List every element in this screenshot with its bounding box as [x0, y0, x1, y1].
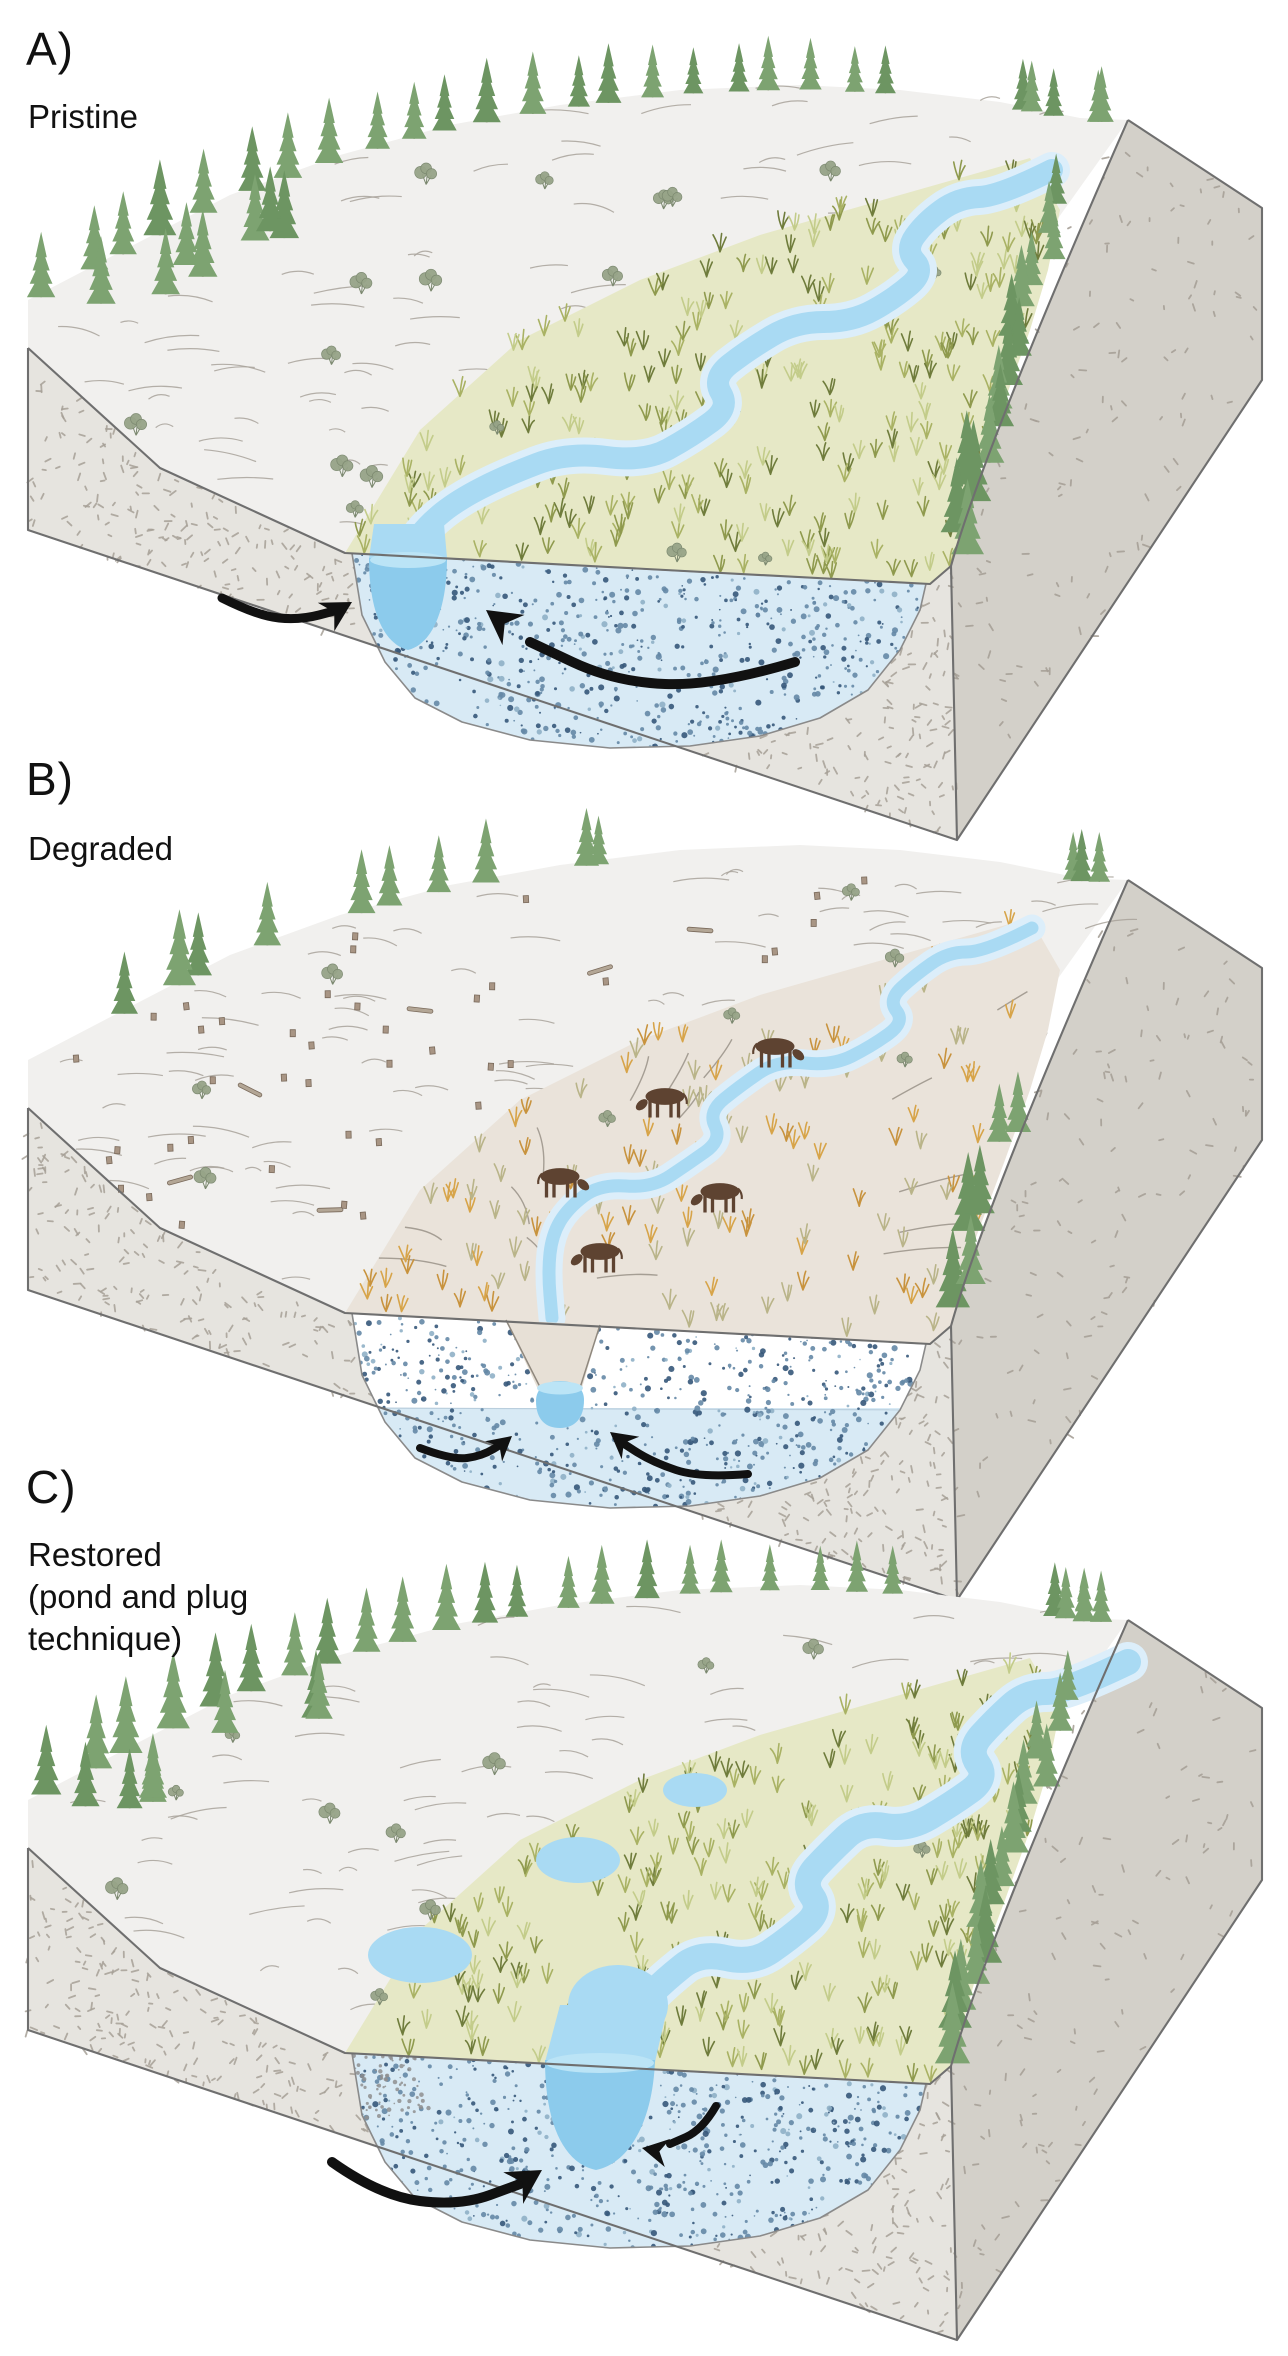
- shrubs: [192, 883, 913, 1190]
- restoration-ponds: [368, 1773, 727, 1983]
- conifer-trees: [26, 35, 1114, 555]
- conifer-trees: [110, 807, 1111, 1308]
- stream-cross-section: [545, 2005, 668, 2170]
- cow-icon: [537, 1168, 590, 1198]
- panel-a-label: A): [26, 23, 74, 75]
- panel-b-label: B): [26, 753, 74, 805]
- panel-restored-scene: [24, 1539, 1264, 2342]
- cattle: [537, 1038, 805, 1273]
- groundwater-flow-arrows: [416, 1432, 752, 1480]
- meadow-grass: [354, 159, 1045, 580]
- bedrock-side-face: [951, 120, 1262, 840]
- cow-icon: [635, 1088, 688, 1118]
- panel-c-caption: Restored (pond and plug technique): [28, 1536, 249, 1657]
- hillslope-contours: [59, 868, 1138, 1280]
- cow-icon: [752, 1038, 805, 1068]
- groundwater-flow-arrows: [327, 2102, 720, 2208]
- panel-c-label: C): [26, 1461, 77, 1513]
- panel-pristine-scene: [26, 35, 1264, 842]
- pond: [536, 1837, 620, 1883]
- pond: [663, 1773, 727, 1807]
- stream: [392, 152, 1070, 566]
- bedrock-side-face: [948, 880, 1262, 1600]
- conifer-trees: [31, 1539, 1113, 2064]
- stream-cross-section: [369, 524, 447, 650]
- logs: [166, 926, 714, 1213]
- panel-a-caption: Pristine: [28, 98, 139, 135]
- stream-cross-section: [505, 1319, 601, 1428]
- bedrock-side-face: [951, 1620, 1262, 2340]
- hillslope-contours: [58, 85, 1064, 530]
- pond: [368, 1927, 472, 1983]
- stumps: [72, 876, 868, 1229]
- cow-icon: [570, 1243, 623, 1273]
- panel-degraded-scene: [21, 807, 1264, 1602]
- incised-gully: [506, 1320, 600, 1398]
- block-edges: [26, 1619, 1264, 2342]
- stream: [535, 914, 1046, 1332]
- cow-icon: [690, 1183, 743, 1213]
- groundwater-flow-arrows: [217, 593, 800, 690]
- panel-b-caption: Degraded: [28, 830, 173, 867]
- meadow-grass: [396, 1652, 1042, 2083]
- block-edges: [26, 119, 1264, 842]
